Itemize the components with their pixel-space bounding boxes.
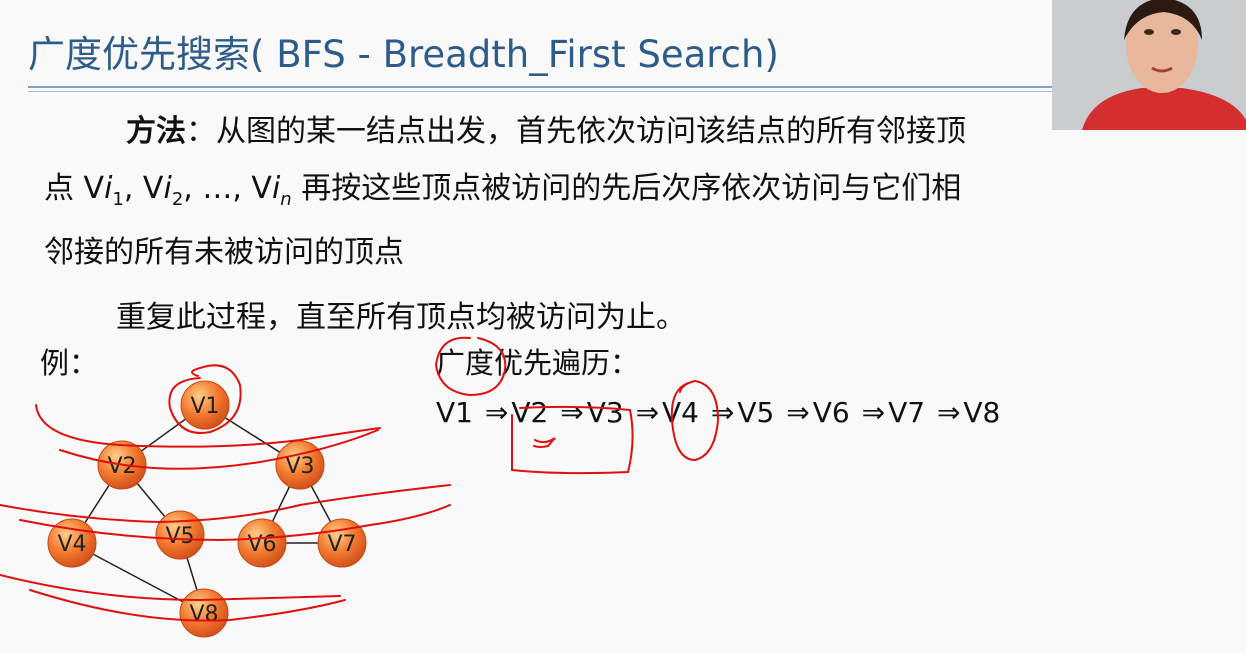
graph-node-label: V6 [247,532,276,557]
method-label: 方法 [126,114,186,149]
arrow-icon: ⇒ [936,396,961,429]
graph-node-v6: V6 [237,518,287,568]
graph-node-label: V4 [57,532,86,557]
seq-v8: V8 [963,396,1001,429]
graph-node-label: V7 [327,532,356,557]
graph-node-v3: V3 [275,440,325,490]
arrow-icon: ⇒ [560,396,584,429]
repeat-line: 重复此过程，直至所有顶点均被访问为止。 [116,300,686,335]
seq-v4: V4 [662,396,699,429]
seq-v6: V6 [812,396,850,429]
graph-node-v1: V1 [180,380,230,430]
arrow-icon: ⇒ [861,396,886,429]
title-divider [28,86,1053,88]
example-label: 例： [40,346,99,380]
line2-prefix: 点 V [44,171,105,206]
graph-node-v8: V8 [179,588,229,638]
presenter-video-icon [1052,0,1246,130]
method-line-2: 点 Vi1, Vi2, …, Vin 再按这些顶点被访问的先后次序依次访问与它们… [44,171,962,210]
slide-title: 广度优先搜索( BFS - Breadth_First Search) [28,33,779,76]
sub-n: n [280,189,292,210]
graph-node-v2: V2 [97,440,147,490]
graph-node-v7: V7 [317,518,367,568]
graph-node-label: V1 [190,394,219,419]
method-text: ：从图的某一结点出发，首先依次访问该结点的所有邻接顶 [186,114,966,149]
graph-node-v4: V4 [47,518,97,568]
arrow-icon: ⇒ [635,396,660,429]
seq-v5: V5 [737,396,775,429]
arrow-icon: ⇒ [484,396,509,429]
method-line-3: 邻接的所有未被访问的顶点 [44,235,404,270]
seq-v2: V2 [511,396,549,429]
graph-node-v5: V5 [155,510,205,560]
seq-v1: V1 [436,396,473,429]
graph-node-label: V8 [189,602,218,627]
arrow-icon: ⇒ [710,396,735,429]
traversal-title: 广度优先遍历： [436,346,640,380]
method-line-1: 方法：从图的某一结点出发，首先依次访问该结点的所有邻接顶 [126,106,966,150]
line2-suffix: 再按这些顶点被访问的先后次序依次访问与它们相 [291,171,962,206]
sub-1: 1 [112,189,124,210]
sub-2: 2 [171,189,184,210]
graph-node-label: V5 [165,524,194,549]
seq-v7: V7 [888,396,926,429]
traversal-sequence: V1 ⇒V2 ⇒V3 ⇒V4 ⇒V5 ⇒V6 ⇒V7 ⇒V8 [436,396,1000,429]
seq-v3: V3 [586,396,624,429]
graph-node-label: V2 [107,454,136,479]
graph-node-label: V3 [285,454,314,479]
title-divider-thin [28,91,1053,92]
arrow-icon: ⇒ [786,396,810,429]
